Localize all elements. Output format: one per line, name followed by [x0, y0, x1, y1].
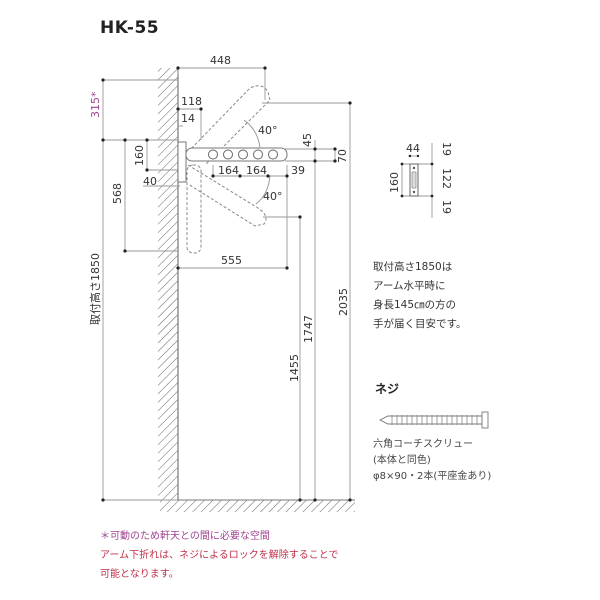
note-line: 身長145㎝の方の	[373, 299, 457, 311]
bracket-width: 44	[406, 142, 420, 155]
bracket-detail: 44 160 19 122 19	[388, 142, 453, 218]
bracket-bottom: 19	[440, 200, 453, 214]
dim-555: 555	[221, 254, 242, 267]
screw-line: (本体と同色)	[373, 455, 431, 466]
note-line: 手が届く目安です。	[373, 318, 467, 330]
dim-1747: 1747	[302, 315, 315, 343]
wall-hatch	[158, 68, 178, 500]
model-title: HK-55	[100, 18, 160, 38]
screw-line: 六角コーチスクリュー	[373, 439, 473, 450]
screw-description: 六角コーチスクリュー (本体と同色) φ8×90・2本(平座金あり)	[373, 437, 491, 485]
dim-2035: 2035	[337, 288, 350, 316]
dim-160: 160	[133, 145, 146, 166]
bracket-middle: 122	[440, 168, 453, 189]
warning-line-2: 可能となります。	[100, 569, 179, 580]
asterisk-note: ＊可動のため軒天との間に必要な空間	[100, 531, 270, 542]
dim-70: 70	[336, 149, 349, 163]
floor-hatch	[160, 500, 355, 512]
dim-118: 118	[181, 95, 202, 108]
dim-mount-height: 取付高さ1850	[88, 253, 102, 325]
dim-40: 40	[143, 175, 157, 188]
dim-568: 568	[111, 183, 124, 204]
screw-title: ネジ	[375, 382, 400, 396]
bracket-top: 19	[440, 142, 453, 156]
dim-164b: 164	[246, 164, 267, 177]
height-note: 取付高さ1850は アーム水平時に 身長145㎝の方の 手が届く目安です。	[373, 258, 466, 334]
screw-icon	[378, 411, 489, 429]
dim-164a: 164	[218, 164, 239, 177]
dim-14: 14	[181, 112, 195, 125]
dim-315: 315*	[89, 91, 102, 118]
note-line: 取付高さ1850は	[373, 261, 453, 273]
dim-45: 45	[301, 133, 314, 147]
footnotes: ＊可動のため軒天との間に必要な空間 アーム下折れは、ネジによるロックを解除するこ…	[100, 527, 339, 584]
note-line: アーム水平時に	[373, 280, 446, 292]
angle-up: 40°	[258, 124, 278, 137]
screw-line: φ8×90・2本(平座金あり)	[373, 471, 492, 482]
angle-down: 40°	[263, 190, 283, 203]
dim-39: 39	[291, 164, 305, 177]
dim-1455: 1455	[288, 354, 301, 382]
warning-line-1: アーム下折れは、ネジによるロックを解除することで	[100, 550, 339, 561]
dim-448: 448	[210, 54, 231, 67]
bracket-height: 160	[388, 172, 401, 193]
